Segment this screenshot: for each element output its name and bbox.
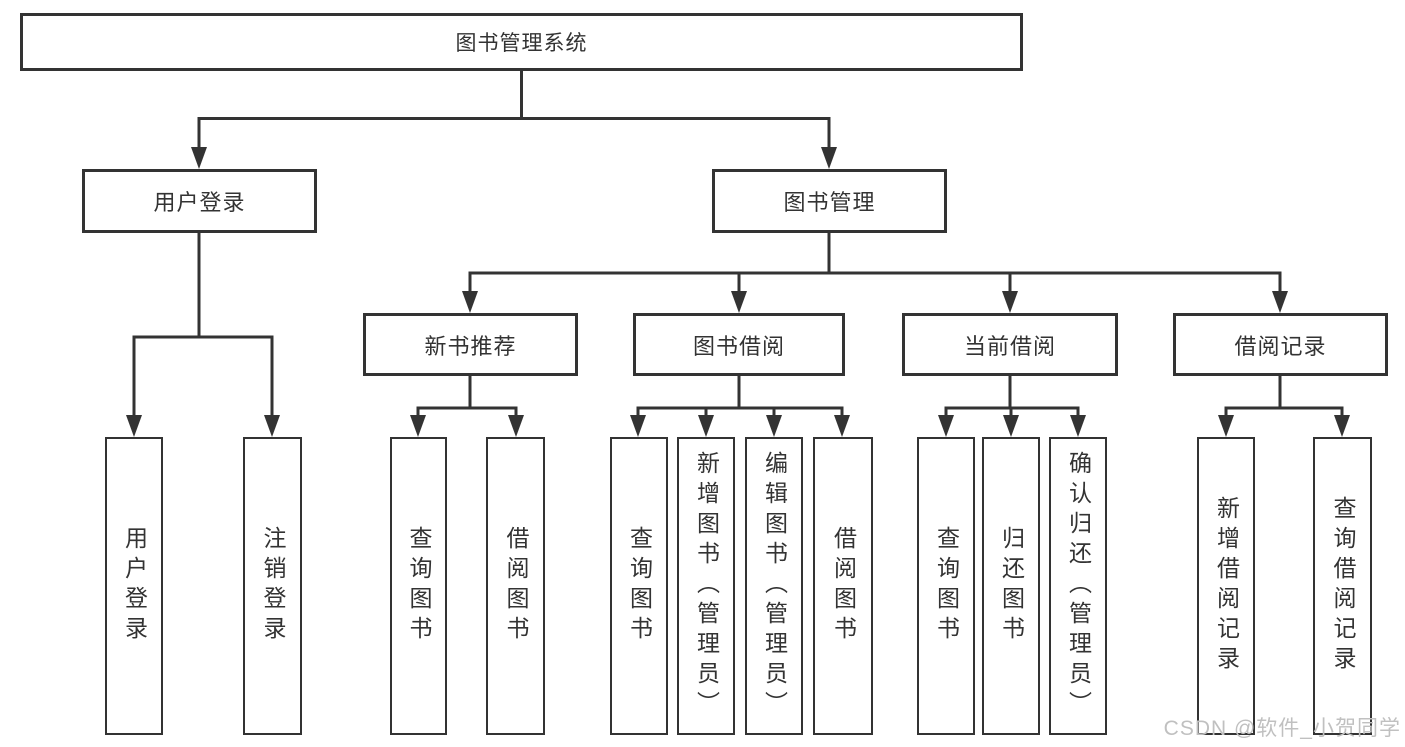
- node-new-book-recommend: 新书推荐: [363, 313, 578, 376]
- leaf-query-borrow-record: 查询借阅记录: [1313, 437, 1372, 735]
- leaf-borrow-book: 借阅图书: [813, 437, 873, 735]
- leaf-query-book-borrow: 查询图书: [610, 437, 668, 735]
- node-user-login: 用户登录: [82, 169, 317, 233]
- node-root-system: 图书管理系统: [20, 13, 1023, 71]
- leaf-edit-book-admin: 编辑图书（管理员）: [745, 437, 803, 735]
- leaf-add-book-admin: 新增图书（管理员）: [677, 437, 735, 735]
- csdn-watermark: CSDN @软件_小贺同学: [1163, 717, 1401, 740]
- leaf-borrow-book-recommend: 借阅图书: [486, 437, 545, 735]
- leaf-logout-login: 注销登录: [243, 437, 302, 735]
- leaf-add-borrow-record: 新增借阅记录: [1197, 437, 1255, 735]
- node-current-borrow: 当前借阅: [902, 313, 1118, 376]
- leaf-query-book-current: 查询图书: [917, 437, 975, 735]
- node-book-borrow: 图书借阅: [633, 313, 845, 376]
- node-book-management: 图书管理: [712, 169, 947, 233]
- leaf-confirm-return-admin: 确认归还（管理员）: [1049, 437, 1107, 735]
- node-borrow-records: 借阅记录: [1173, 313, 1388, 376]
- leaf-query-book-recommend: 查询图书: [390, 437, 447, 735]
- leaf-return-book: 归还图书: [982, 437, 1040, 735]
- leaf-user-login: 用户登录: [105, 437, 163, 735]
